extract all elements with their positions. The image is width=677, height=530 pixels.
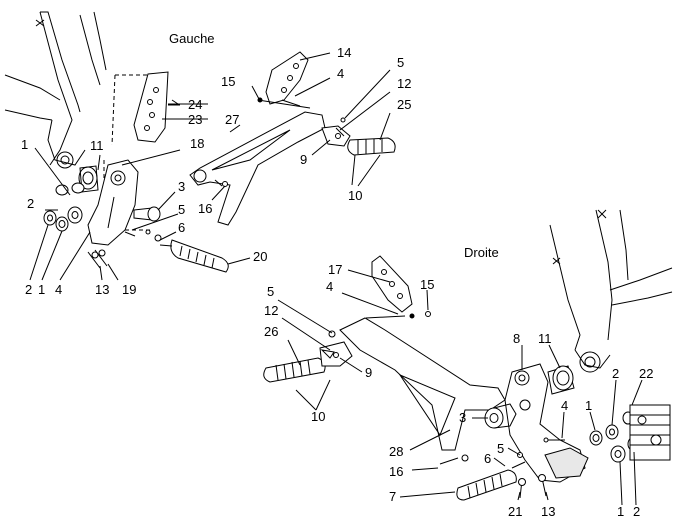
callout-17-right: 17 [328,262,343,277]
callout-2-right-bottom: 2 [633,504,641,519]
left-bolts [87,206,162,269]
callout-4-right-top: 4 [326,279,334,294]
callout-2-left-bottom: 2 [25,282,33,297]
callout-2-left-top: 2 [27,196,35,211]
callout-9-right: 9 [365,365,373,380]
callout-4-left-top: 4 [337,66,345,81]
right-rider-peg [263,330,353,383]
callout-10-right: 10 [311,409,326,424]
callout-1-right-top: 1 [585,398,593,413]
callout-5-right-top: 5 [267,284,275,299]
callout-15-left: 15 [221,74,236,89]
callout-24-left: 24 [188,97,203,112]
callout-27-left: 27 [225,112,240,127]
right-side-title: Droite [464,245,499,260]
callout-7-right: 7 [389,489,397,504]
left-footpeg-arm [189,97,326,226]
callout-28-right: 28 [389,444,404,459]
callout-5-left-top: 5 [397,55,405,70]
right-footpeg-arm [339,311,506,465]
left-frame-outline [4,11,107,169]
callout-13-left: 13 [95,282,110,297]
left-heel-guard [133,71,208,143]
right-bolts [517,437,565,499]
callout-21-right: 21 [508,504,523,519]
callout-15-right: 15 [420,277,435,292]
callout-10-left: 10 [348,188,363,203]
callout-23-left: 23 [188,112,203,127]
callout-1-left-top: 1 [21,137,29,152]
left-leader-lines [29,52,391,281]
left-rider-peg [321,117,396,156]
callout-4-right-mid: 4 [561,398,569,413]
callout-8-right: 8 [513,331,521,346]
callout-3-left: 3 [178,179,186,194]
callout-3-right: 3 [459,410,467,425]
left-heel-plate [265,51,309,105]
left-side-title: Gauche [169,31,215,46]
callout-18-left: 18 [190,136,205,151]
right-leader-lines [277,269,643,506]
callout-9-left: 9 [300,152,308,167]
callout-11-right: 11 [538,331,552,346]
callout-13-right: 13 [541,504,556,519]
callout-5-right-mid: 5 [497,441,505,456]
callout-26-right: 26 [264,324,279,339]
callout-22-right: 22 [639,366,654,381]
callout-12-right: 12 [264,303,279,318]
callout-4-left-bottom: 4 [55,282,63,297]
callout-5-left-mid: 5 [178,202,186,217]
callout-2-right-top: 2 [612,366,620,381]
callout-14-left: 14 [337,45,352,60]
callout-1-right-bottom: 1 [617,504,625,519]
right-heel-plate [371,255,413,313]
right-mount-bracket [504,363,589,483]
right-footpeg [456,461,526,501]
left-washers [43,182,85,232]
callout-6-right: 6 [484,451,492,466]
callout-19-left: 19 [122,282,137,297]
callout-1-left-bottom: 1 [38,282,46,297]
callout-6-left: 6 [178,220,186,235]
callout-12-left: 12 [397,76,412,91]
left-footpeg [159,239,229,273]
callout-16-left: 16 [198,201,213,216]
right-frame-outline [549,209,673,373]
callout-11-left: 11 [90,138,104,153]
left-mount-bracket [78,159,139,246]
callout-25-left: 25 [397,97,412,112]
callout-20-left: 20 [253,249,268,264]
callout-16-right: 16 [389,464,404,479]
right-engine-detail [629,404,671,461]
